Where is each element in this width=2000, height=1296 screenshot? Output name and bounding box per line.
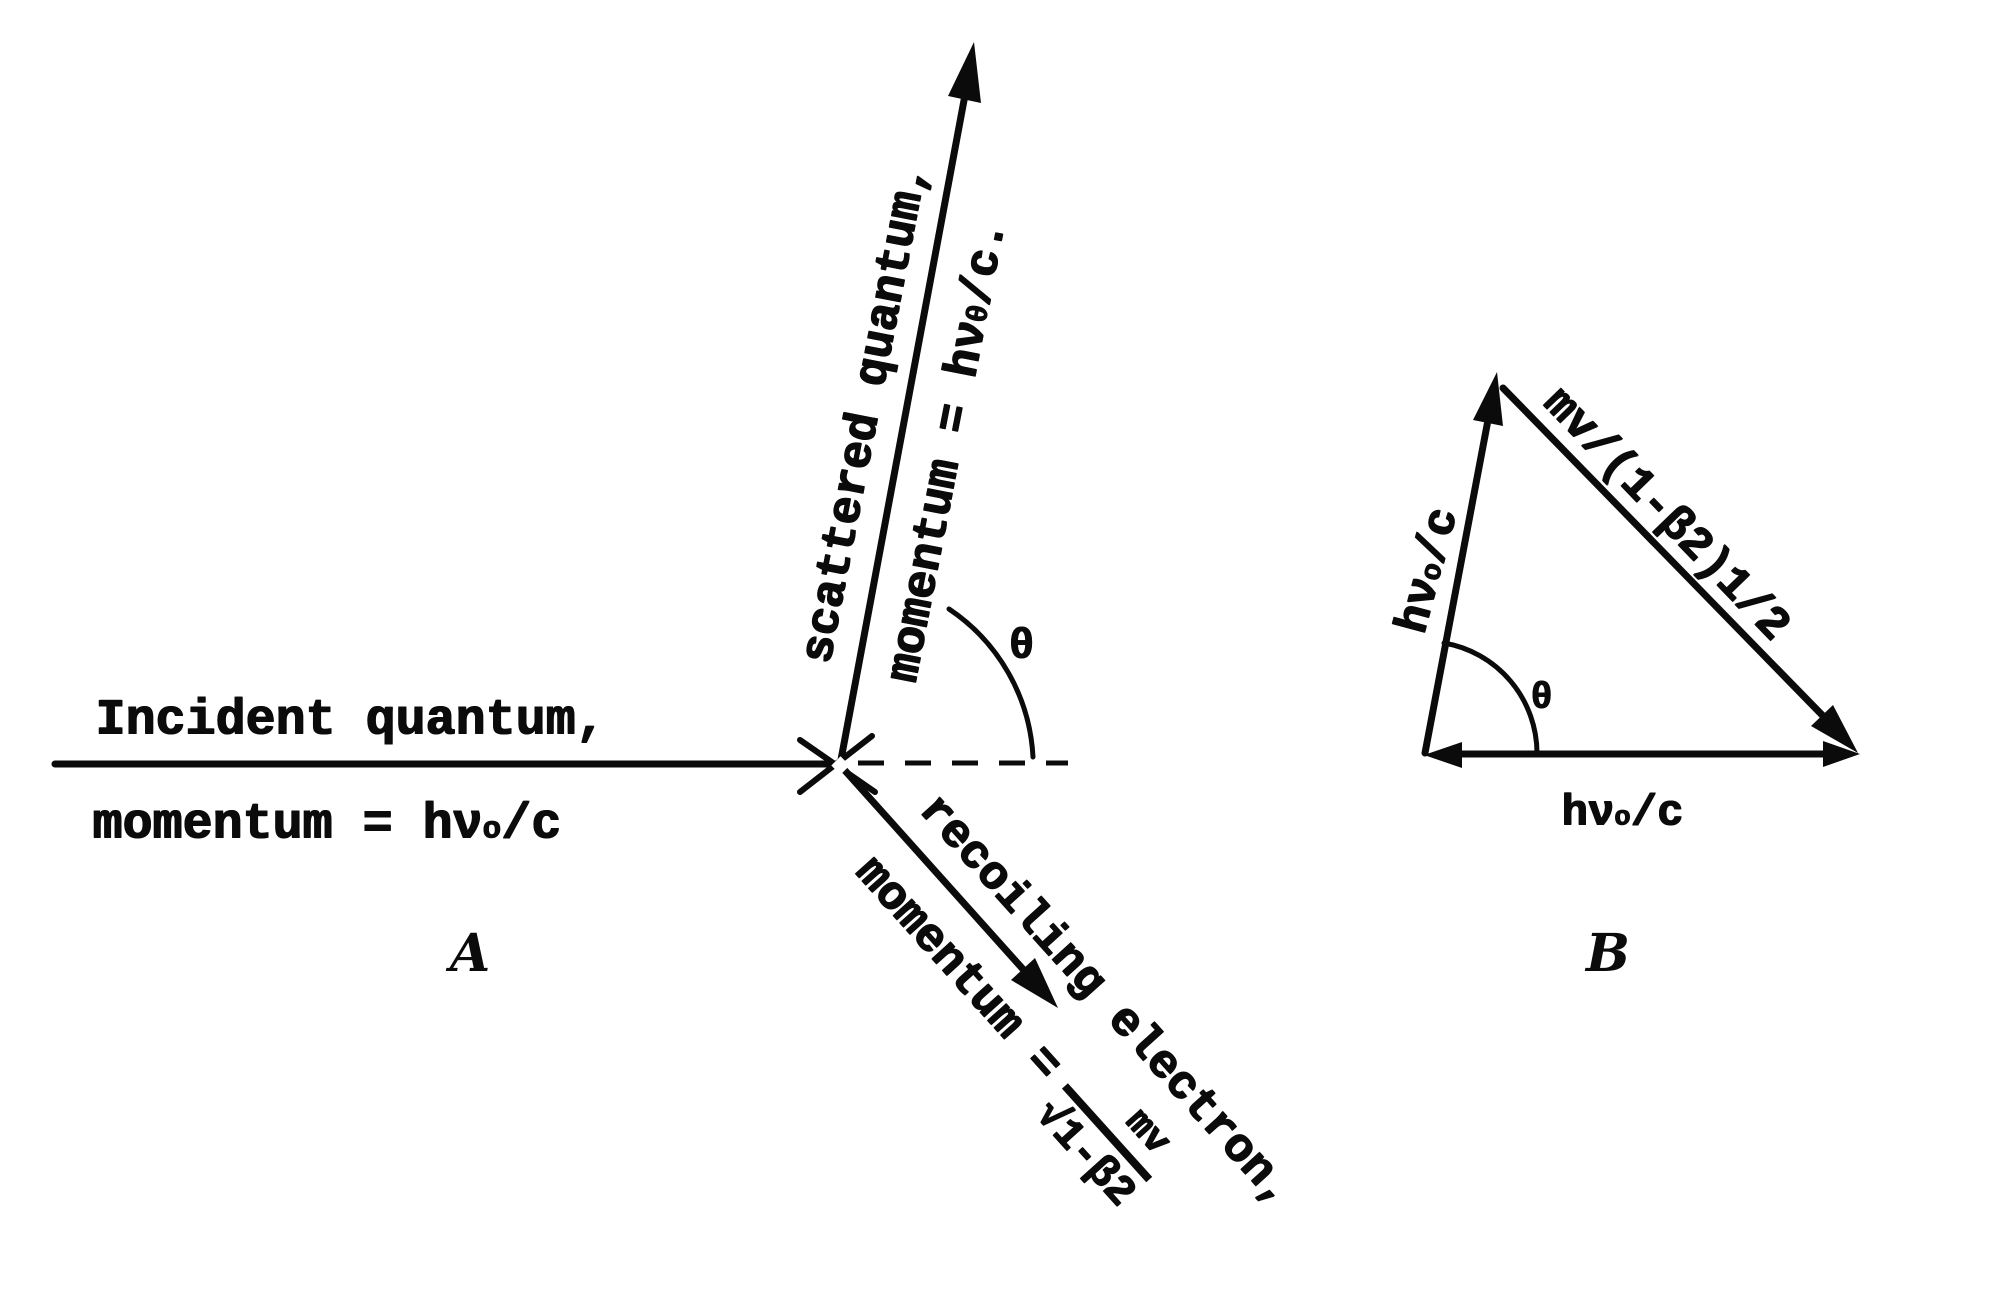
incident-quantum-label: Incident quantum, (95, 692, 606, 749)
scattering-angle-theta-symbol: θ (1008, 622, 1034, 670)
incident-momentum-unit: /c (500, 796, 561, 853)
b-scattered-momentum-arrow (1421, 372, 1503, 757)
scattering-angle-arc (946, 606, 1036, 760)
collision-vertex-mark (797, 733, 878, 795)
b-base-label-unit: /c (1630, 788, 1683, 838)
b-incident-momentum-label: hνo/c (1561, 791, 1683, 835)
incident-momentum-text: momentum = hν (92, 796, 483, 853)
recoil-electron-arrow (836, 761, 1058, 1008)
b-electron-momentum-arrow (1499, 384, 1858, 753)
b-angle-arc (1441, 640, 1540, 756)
b-base-label-subscript: o (1613, 802, 1631, 833)
diagram-b-caption: B (1586, 923, 1630, 984)
scattered-quantum-arrow (836, 42, 981, 769)
b-base-label-text: hν (1561, 788, 1614, 838)
incident-momentum-label: momentum = hνo/c (92, 800, 561, 850)
incident-momentum-subscript: o (482, 812, 501, 847)
b-incident-momentum-arrow (1424, 741, 1860, 768)
diagram-a-caption: A (449, 923, 491, 984)
b-angle-theta-symbol: θ (1530, 677, 1552, 718)
